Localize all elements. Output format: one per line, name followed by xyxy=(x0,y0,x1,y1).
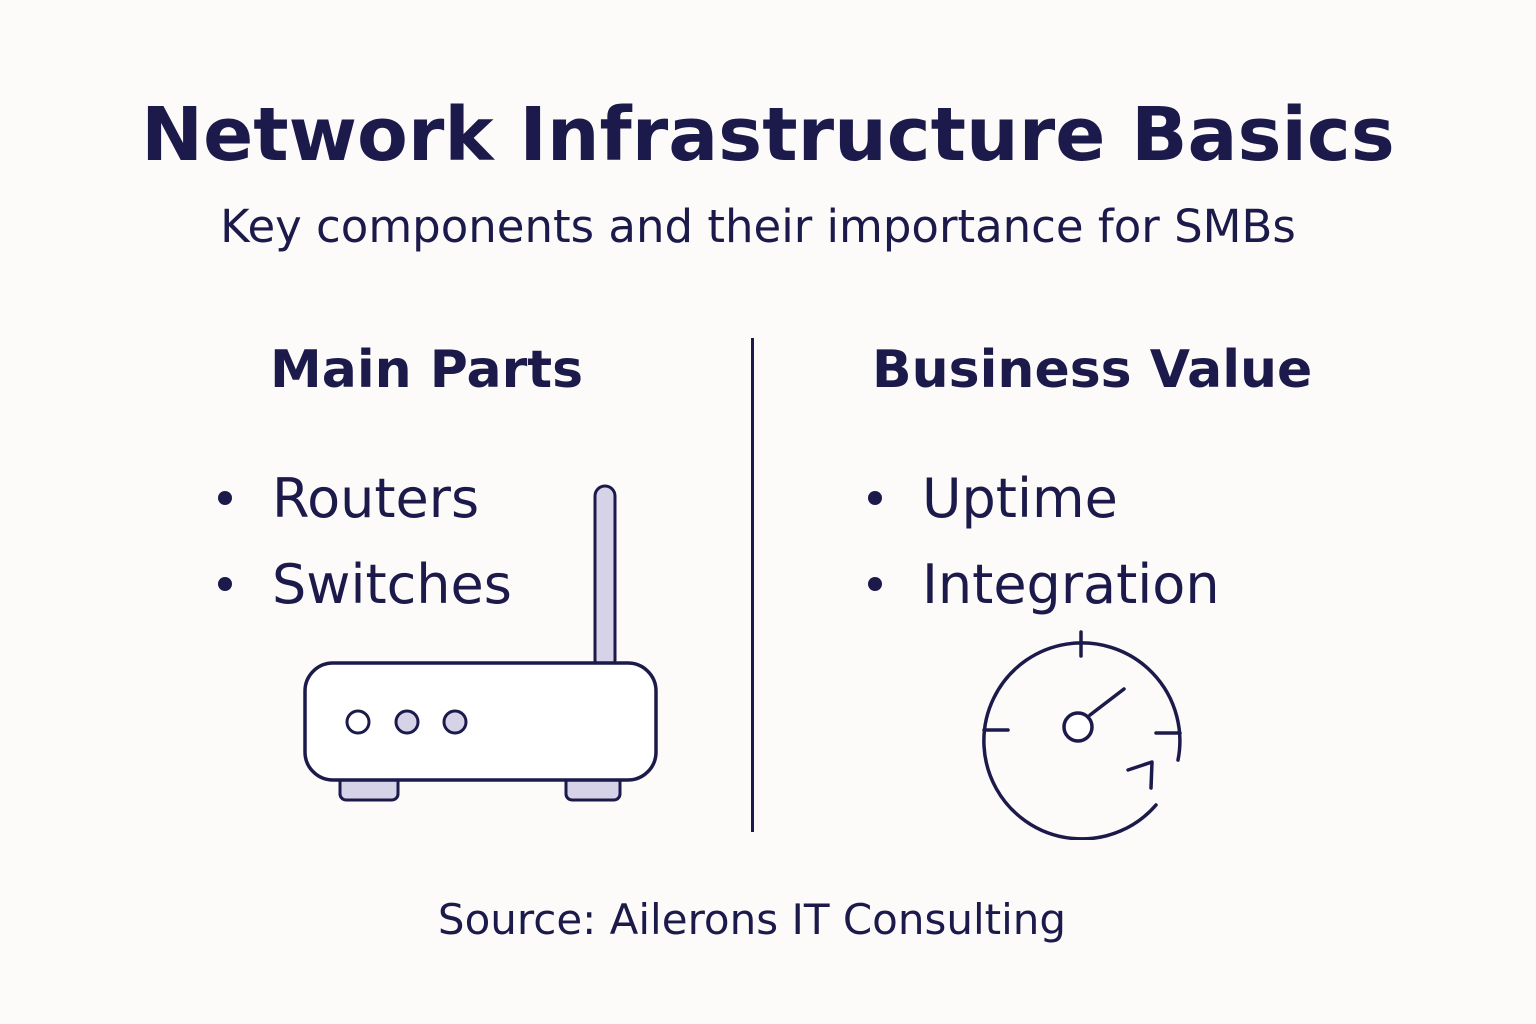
list-item-label: Switches xyxy=(272,552,512,616)
bullet-icon xyxy=(218,491,232,505)
list-item: Routers xyxy=(218,455,512,541)
list-item: Switches xyxy=(218,541,512,627)
bullet-icon xyxy=(218,577,232,591)
router-icon xyxy=(303,484,658,802)
page-title: Network Infrastructure Basics xyxy=(141,92,1395,178)
list-item-label: Integration xyxy=(922,552,1220,616)
list-item: Uptime xyxy=(868,455,1220,541)
business-value-list: Uptime Integration xyxy=(868,455,1220,627)
source-credit: Source: Ailerons IT Consulting xyxy=(437,895,1067,944)
list-item-label: Routers xyxy=(272,466,480,530)
business-value-heading: Business Value xyxy=(872,340,1313,400)
bullet-icon xyxy=(868,577,882,591)
list-item: Integration xyxy=(868,541,1220,627)
page-subtitle: Key components and their importance for … xyxy=(220,200,1296,253)
uptime-gauge-icon xyxy=(982,630,1182,840)
list-item-label: Uptime xyxy=(922,466,1118,530)
main-parts-heading: Main Parts xyxy=(270,340,584,400)
bullet-icon xyxy=(868,491,882,505)
column-divider xyxy=(751,338,754,832)
main-parts-list: Routers Switches xyxy=(218,455,512,627)
